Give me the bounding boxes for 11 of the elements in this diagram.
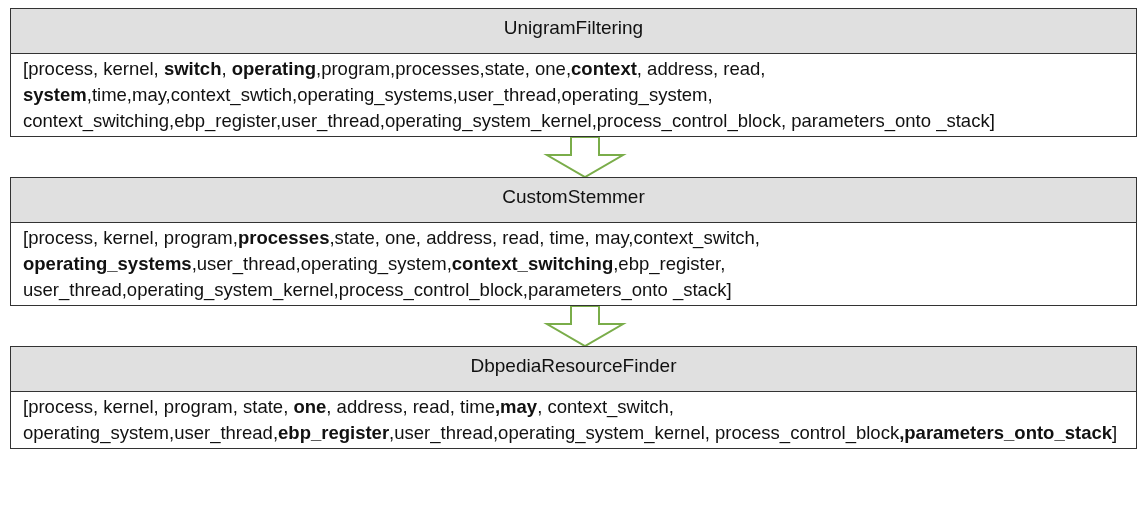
term-list: [process, kernel, program, state, one, address, read, time,may, context_switch, operating_system,user_thread,ebp_register,user_thread,operating_system_kernel, process_control_block,parameters_onto_stack]	[11, 392, 1136, 448]
process-box	[10, 346, 1137, 449]
process-box	[10, 8, 1137, 137]
block-arrow	[543, 305, 627, 348]
box-heading: DbpediaResourceFinder	[11, 347, 1136, 392]
term-list: [process, kernel, program,processes,state, one, address, read, time, may,context_switch, operating_systems,user_thread,operating_system,context_switching,ebp_register, user_thread,operating_system_kernel,process_control_block,parameters_onto _stack]	[11, 223, 1136, 305]
process-box	[10, 177, 1137, 306]
box-heading: UnigramFiltering	[11, 9, 1136, 54]
term-list: [process, kernel, switch, operating,program,processes,state, one,context, address, read, system,time,may,context_swtich,operating_systems,user_thread,operating_system, context_switching,ebp_register,user_thread,operating_system_kernel,process_control_block, parameters_onto _stack]	[11, 54, 1136, 136]
block-arrow	[543, 136, 627, 179]
box-heading: CustomStemmer	[11, 178, 1136, 223]
